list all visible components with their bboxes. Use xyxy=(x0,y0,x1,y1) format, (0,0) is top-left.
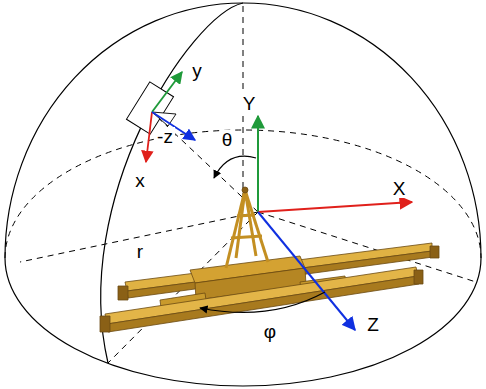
axis-label: θ xyxy=(220,130,235,149)
world-x-axis xyxy=(258,202,412,212)
axis-label: -z xyxy=(155,127,175,146)
phi-arc xyxy=(200,292,325,312)
axis-label: Z xyxy=(365,315,381,334)
axis-label: Y xyxy=(241,94,258,113)
theta-arc xyxy=(214,156,256,178)
spreader-illustration xyxy=(100,187,439,332)
camera-x-axis xyxy=(146,112,152,162)
world-z-axis xyxy=(258,212,355,330)
base-front xyxy=(5,258,481,386)
camera-y-axis xyxy=(152,72,182,112)
construction-lines xyxy=(20,6,476,363)
axis-label: r xyxy=(135,242,145,261)
axis-label: X xyxy=(391,179,408,198)
axis-label: φ xyxy=(262,322,278,341)
axis-label: y xyxy=(190,61,204,80)
dome-outline xyxy=(5,3,481,258)
axis-label: x xyxy=(133,171,147,190)
world-y-axis xyxy=(257,116,259,212)
